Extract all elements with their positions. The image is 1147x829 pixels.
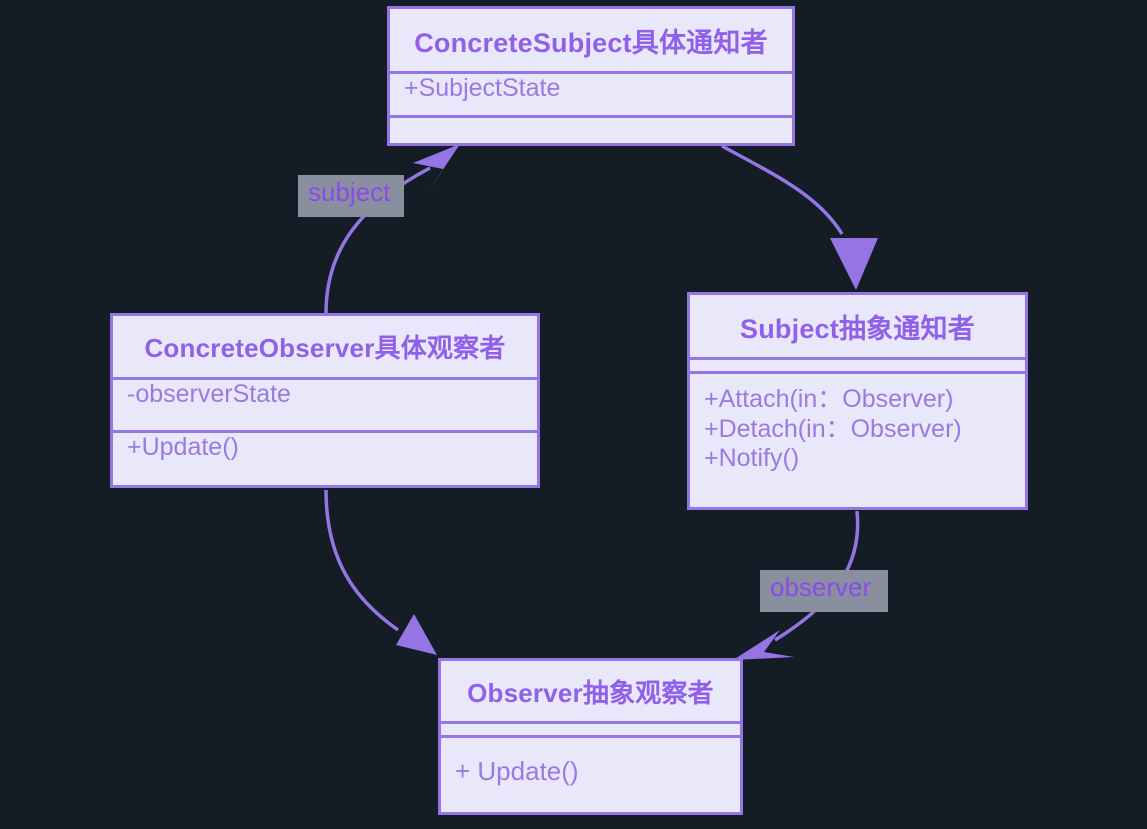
class-box-concrete-subject[interactable]: ConcreteSubject具体通知者 +SubjectState bbox=[387, 6, 795, 146]
edge-concrete-subject-to-subject-line bbox=[721, 144, 844, 235]
class-box-observer[interactable]: Observer抽象观察者 + Update() bbox=[438, 658, 743, 815]
edge-subject-to-observer-arrowhead bbox=[733, 630, 794, 660]
class-title-subject: Subject抽象通知者 bbox=[740, 313, 975, 344]
class-box-subject[interactable]: Subject抽象通知者 +Attach(in：Observer) +Detac… bbox=[687, 292, 1028, 510]
class-attributes-concrete-subject: +SubjectState bbox=[390, 71, 792, 115]
class-operations-observer: + Update() bbox=[441, 735, 740, 812]
class-attributes-observer bbox=[441, 721, 740, 735]
class-operations-concrete-observer: +Update() bbox=[113, 429, 537, 485]
edge-concrete-observer-to-concrete-subject-arrowhead bbox=[413, 144, 460, 192]
class-operations-subject: +Attach(in：Observer) +Detach(in：Observer… bbox=[690, 371, 1025, 507]
class-operations-subject-text: +Attach(in：Observer) +Detach(in：Observer… bbox=[704, 385, 962, 472]
edge-concrete-observer-to-observer-line bbox=[324, 489, 400, 632]
edge-concrete-observer-to-observer-arrowhead bbox=[396, 614, 437, 655]
class-title-concrete-subject: ConcreteSubject具体通知者 bbox=[414, 27, 768, 58]
class-title-observer: Observer抽象观察者 bbox=[467, 677, 714, 708]
edge-concrete-subject-to-subject-arrowhead bbox=[830, 238, 878, 290]
class-box-concrete-observer[interactable]: ConcreteObserver具体观察者 -observerState +Up… bbox=[110, 313, 540, 488]
class-attributes-concrete-observer: -observerState bbox=[113, 376, 537, 430]
edge-label-observer: observer bbox=[760, 570, 888, 612]
edge-label-subject: subject bbox=[298, 175, 404, 217]
class-operations-concrete-subject bbox=[390, 115, 792, 143]
class-attributes-subject bbox=[690, 357, 1025, 371]
class-title-concrete-observer: ConcreteObserver具体观察者 bbox=[144, 332, 506, 363]
